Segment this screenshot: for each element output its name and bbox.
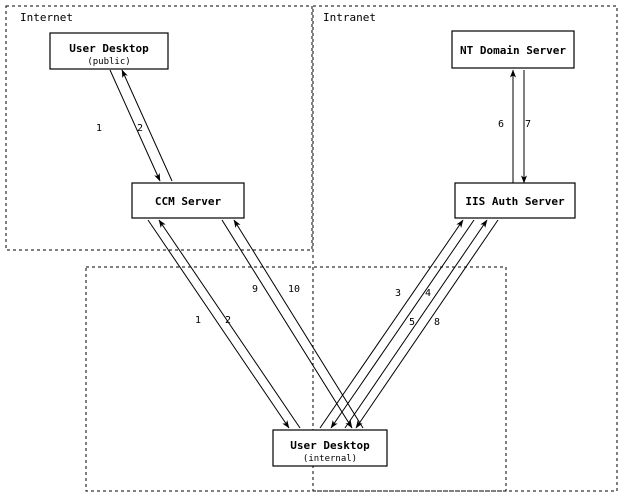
flow-line-step-10: [233, 219, 364, 429]
flow-line-step-1-internal: [147, 219, 290, 429]
node-title-ccm-server: CCM Server: [155, 195, 222, 208]
flow-line-step-5: [344, 219, 488, 429]
node-iis-auth-server[interactable]: IIS Auth Server: [454, 182, 576, 219]
node-nt-domain-server[interactable]: NT Domain Server: [451, 30, 575, 69]
step-label-8: 8: [434, 317, 440, 328]
flow-line-step-2-internal: [158, 219, 301, 429]
node-box-user-desktop-public[interactable]: [49, 32, 169, 70]
step-label-4: 4: [425, 288, 431, 299]
zone-internal-box: [85, 266, 507, 492]
step-label-7: 7: [525, 119, 531, 130]
flow-line-step-4: [330, 219, 475, 429]
flow-line-step-2-public: [121, 69, 173, 182]
flow-group-internal-iis-34: [319, 219, 475, 429]
zone-labels: Internet Intranet: [20, 11, 376, 24]
zone-boundaries: [5, 5, 618, 492]
node-title-iis-auth-server: IIS Auth Server: [465, 195, 565, 208]
node-ccm-server[interactable]: CCM Server: [131, 182, 245, 219]
step-label-10: 10: [288, 284, 300, 295]
zone-intranet-box: [312, 5, 618, 492]
node-title-user-desktop-public: User Desktop: [69, 42, 149, 55]
step-label-9: 9: [252, 284, 258, 295]
flow-group-public-ccm: [109, 69, 173, 182]
node-title-nt-domain-server: NT Domain Server: [460, 44, 566, 57]
step-label-1-internal: 1: [195, 315, 201, 326]
flow-line-step-8: [355, 219, 499, 429]
node-subtitle-user-desktop-public: (public): [87, 57, 130, 67]
step-label-3: 3: [395, 288, 401, 299]
node-box-user-desktop-internal[interactable]: [272, 429, 388, 467]
node-user-desktop-internal[interactable]: User Desktop (internal): [272, 429, 388, 467]
node-subtitle-user-desktop-internal: (internal): [303, 454, 357, 464]
flow-group-internal-ccm-12: [147, 219, 301, 429]
step-labels: 1 2 1 2 3 4 5 6 7 8 9 10: [96, 119, 531, 328]
flow-group-internal-iis-58: [344, 219, 499, 429]
node-box-nt-domain-server[interactable]: [451, 30, 575, 69]
zone-label-internet: Internet: [20, 11, 73, 24]
node-box-iis-auth-server[interactable]: [454, 182, 576, 219]
step-label-2-public: 2: [137, 123, 143, 134]
node-box-ccm-server[interactable]: [131, 182, 245, 219]
flow-group-iis-nt: [510, 69, 527, 184]
step-label-2-internal: 2: [225, 315, 231, 326]
zone-internet-box: [5, 5, 313, 251]
step-label-1-public: 1: [96, 123, 102, 134]
zone-label-intranet: Intranet: [323, 11, 376, 24]
flow-line-step-9: [221, 219, 353, 429]
step-label-5: 5: [409, 317, 415, 328]
flow-line-step-1-public: [109, 69, 161, 182]
node-title-user-desktop-internal: User Desktop: [290, 439, 370, 452]
step-label-6: 6: [498, 119, 504, 130]
flow-group-internal-ccm-910: [221, 219, 364, 429]
node-user-desktop-public[interactable]: User Desktop (public): [49, 32, 169, 70]
flow-line-step-3: [319, 219, 464, 429]
